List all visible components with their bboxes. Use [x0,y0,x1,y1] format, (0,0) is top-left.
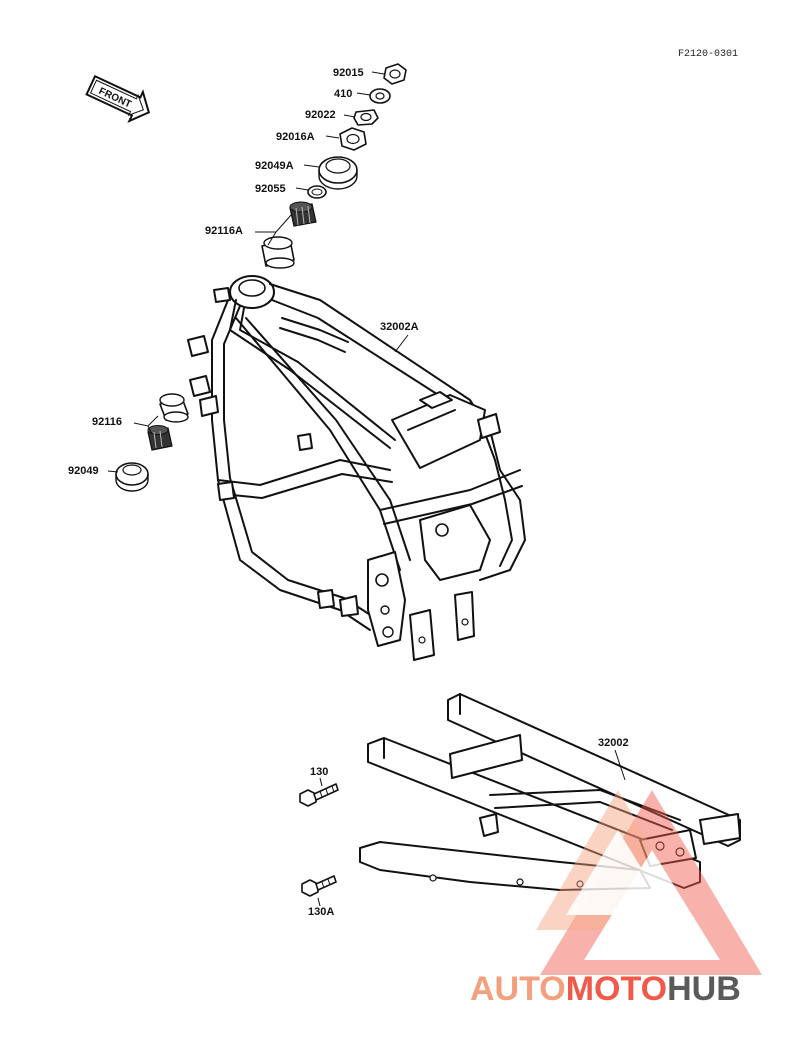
label-92055: 92055 [255,183,286,195]
label-410: 410 [334,88,352,100]
label-92116A: 92116A [205,225,243,237]
part-92015-nut [383,63,407,85]
label-92116: 92116 [92,416,122,428]
part-92049a-seal [318,156,358,190]
watermark-logo [536,790,762,975]
diagram-ref-code: F2120-0301 [678,49,738,60]
part-92116-race [159,393,189,423]
front-arrow-icon: FRONT [85,74,151,123]
part-92022-washer [353,109,379,126]
label-32002A: 32002A [380,321,419,333]
label-92016A: 92016A [276,131,315,143]
label-130A: 130A [308,906,334,918]
label-92049A: 92049A [255,160,294,172]
part-130a-bolt [301,875,337,897]
label-92022: 92022 [305,109,336,121]
part-92055-ring [307,185,327,199]
part-92116a-race [261,236,295,269]
label-32002: 32002 [598,737,629,749]
label-92049: 92049 [68,465,99,477]
watermark-text: AUTOMOTOHUB [470,970,741,1008]
label-92015: 92015 [333,67,364,79]
part-92016a-nut [339,127,367,151]
part-130-bolt [299,783,339,807]
label-130: 130 [310,766,328,778]
main-frame [187,275,526,661]
part-92116-bearing [147,425,173,451]
part-410-washer [369,88,391,104]
part-92116a-bearing [289,201,317,227]
part-92049-seal [115,462,149,492]
